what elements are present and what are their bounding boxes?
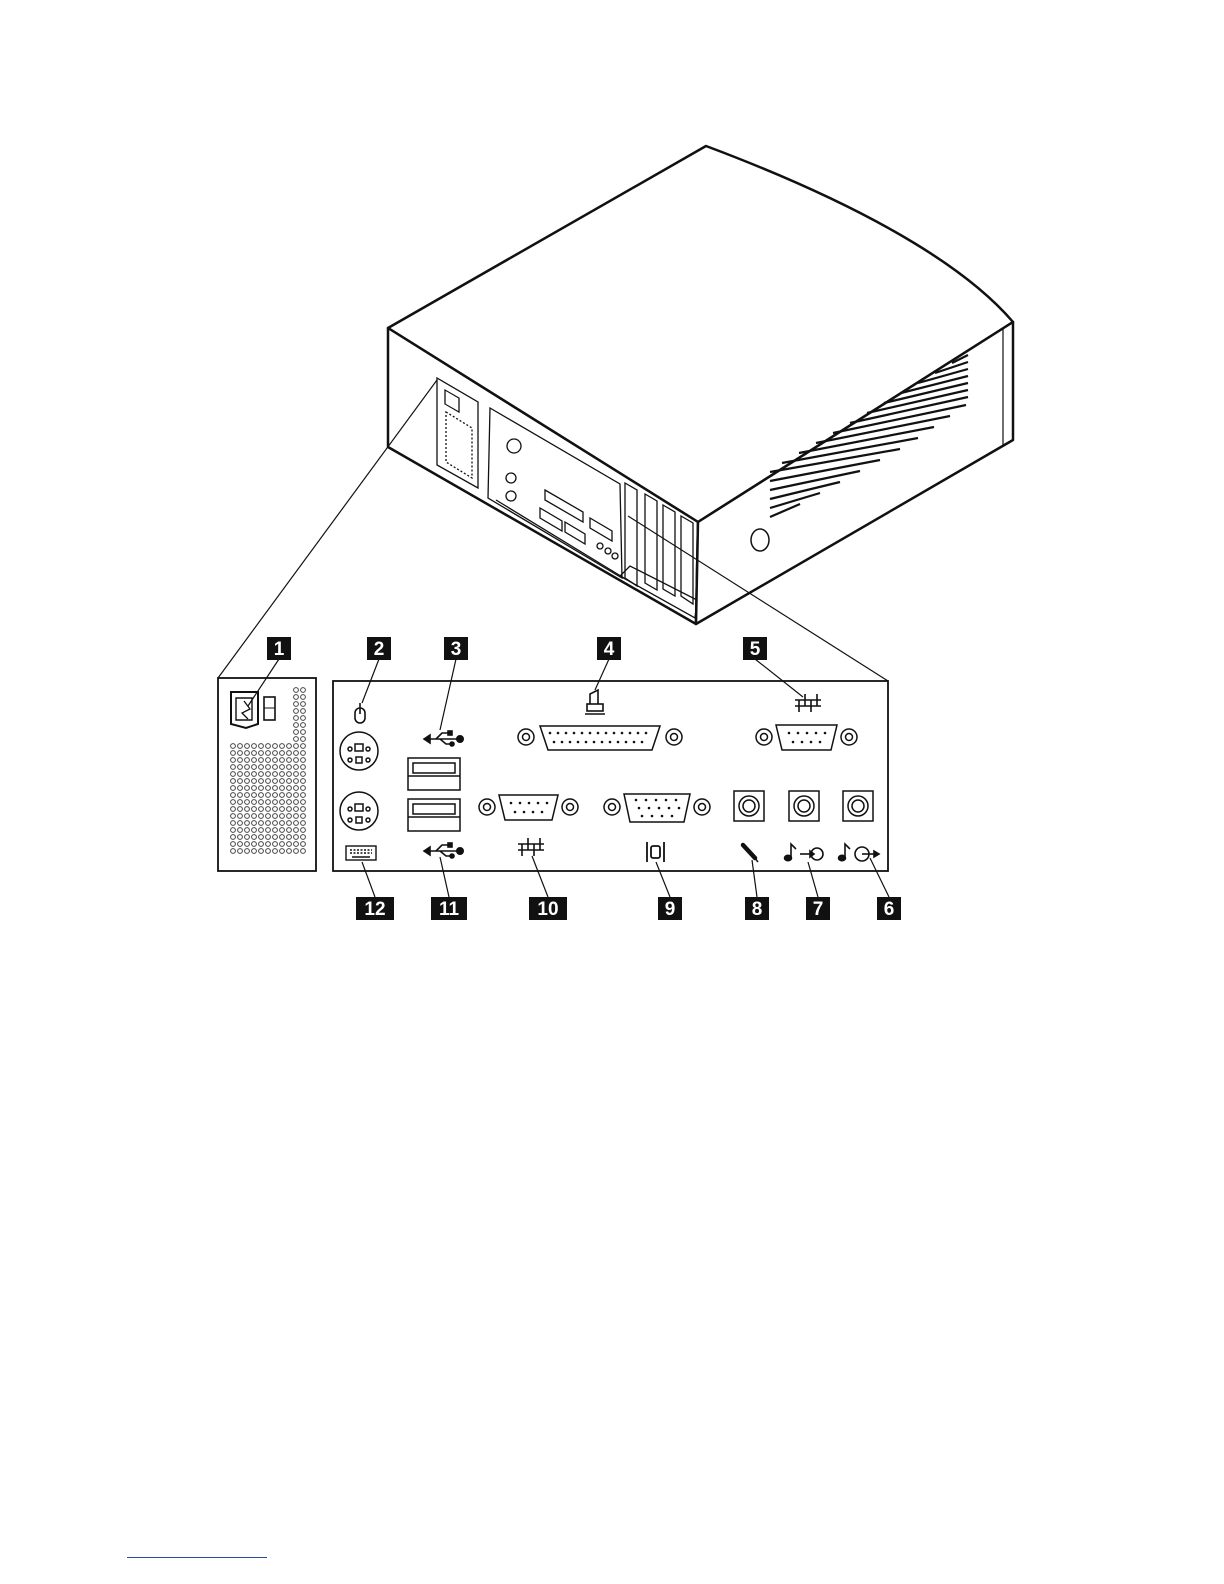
callout-8: 8 bbox=[752, 899, 763, 920]
computer-case bbox=[388, 146, 1013, 624]
callout-12: 12 bbox=[364, 899, 385, 920]
callout-5: 5 bbox=[750, 639, 761, 660]
callout-4: 4 bbox=[604, 639, 615, 660]
footnote-rule bbox=[127, 1557, 267, 1558]
callout-6: 6 bbox=[884, 899, 895, 920]
side-lock bbox=[751, 529, 769, 551]
callout-11: 11 bbox=[439, 899, 460, 920]
io-panel-detail bbox=[333, 681, 888, 871]
callout-2: 2 bbox=[374, 639, 385, 660]
callout-1: 1 bbox=[274, 639, 285, 660]
psu-detail bbox=[218, 678, 316, 871]
callout-9: 9 bbox=[665, 899, 676, 920]
callout-3: 3 bbox=[451, 639, 462, 660]
callout-10: 10 bbox=[537, 899, 558, 920]
callout-7: 7 bbox=[813, 899, 824, 920]
